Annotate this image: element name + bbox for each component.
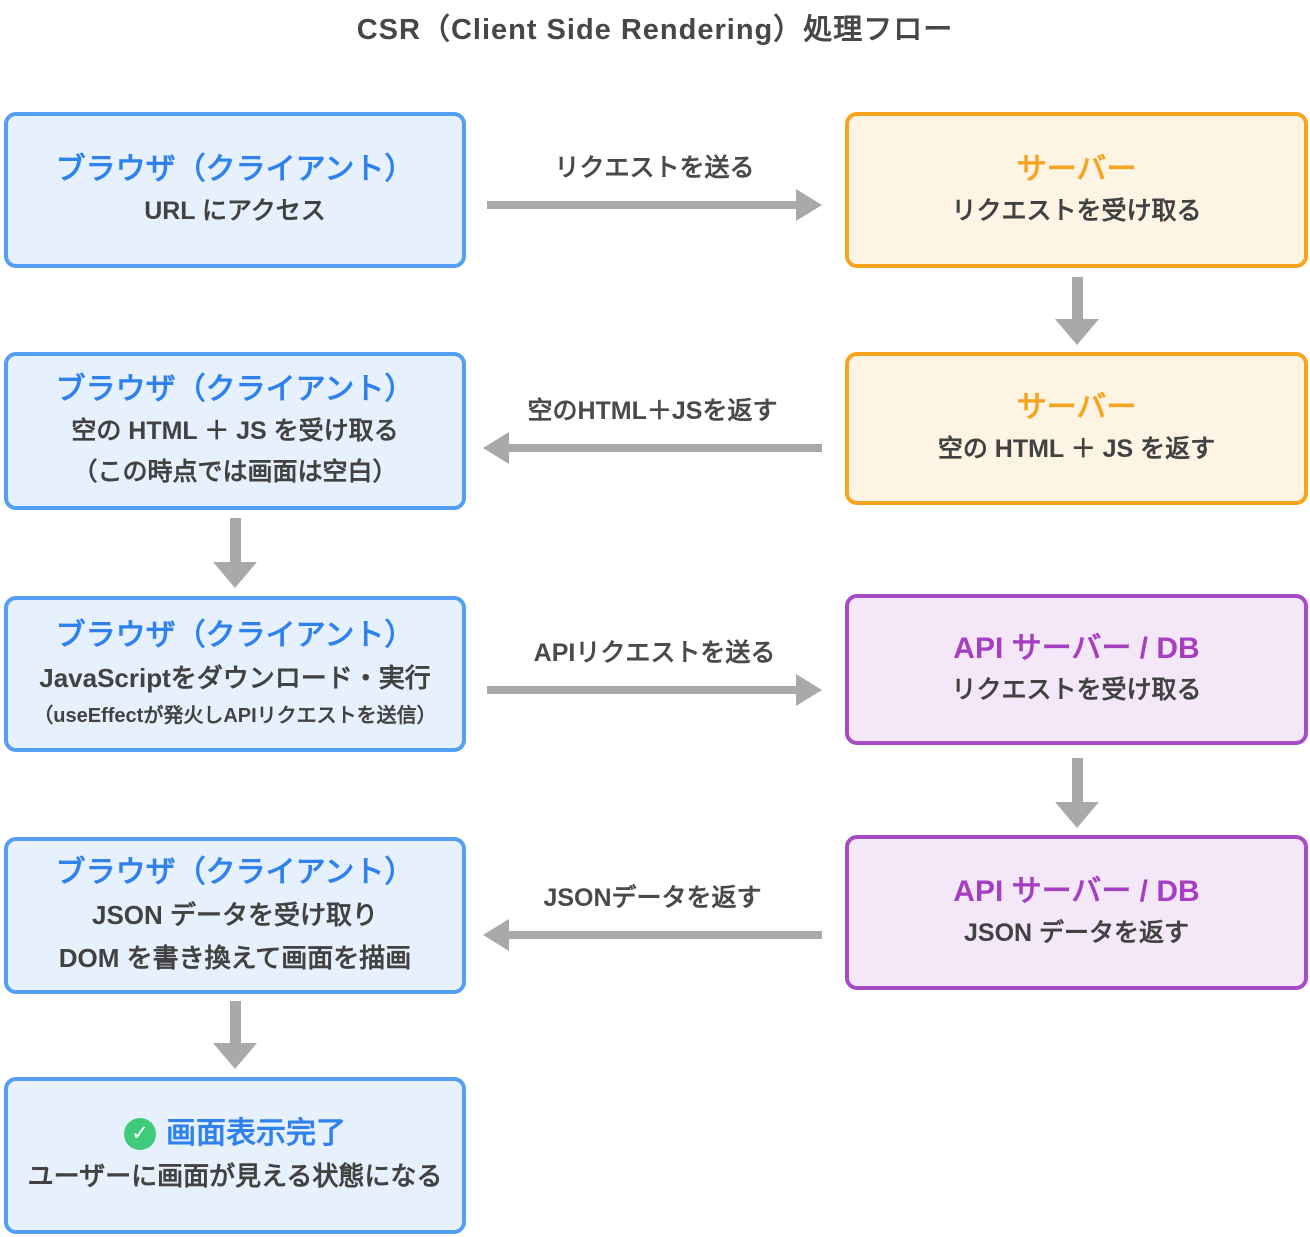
arrow-head-right-icon <box>796 674 822 706</box>
arrow-shaft <box>1071 758 1083 802</box>
arrow-shaft <box>229 518 241 562</box>
box-server-return-html-js-line: 空の HTML ＋ JS を返す <box>937 435 1216 464</box>
arrow-shaft <box>487 201 796 209</box>
box-browser-receive-json-title: ブラウザ（クライアント） <box>55 856 415 890</box>
arrow-right-icon <box>487 189 822 221</box>
box-api-receive-request: API サーバー / DB リクエストを受け取る <box>845 594 1308 745</box>
box-api-receive-request-line: リクエストを受け取る <box>951 676 1202 705</box>
arrow-send-api-request-label: APIリクエストを送る <box>533 639 776 667</box>
arrow-send-request: リクエストを送る <box>487 148 822 221</box>
box-browser-receive-html-js-line2: （この時点では画面は空白） <box>72 458 398 486</box>
arrow-return-html-js-label: 空のHTML＋JSを返す <box>527 397 778 425</box>
box-browser-url-access-title: ブラウザ（クライアント） <box>55 152 415 186</box>
arrow-head-down-icon <box>1055 319 1099 345</box>
box-browser-url-access: ブラウザ（クライアント） URL にアクセス <box>4 112 466 268</box>
box-browser-receive-json-line1: JSON データを受け取り <box>91 900 379 931</box>
box-server-return-html-js: サーバー 空の HTML ＋ JS を返す <box>845 352 1308 505</box>
box-browser-run-js-title: ブラウザ（クライアント） <box>55 618 415 652</box>
arrow-left-icon <box>483 432 822 464</box>
box-browser-receive-html-js: ブラウザ（クライアント） 空の HTML ＋ JS を受け取る （この時点では画… <box>4 352 466 510</box>
arrow-shaft <box>487 686 796 694</box>
arrow-return-json-label: JSONデータを返す <box>543 884 762 912</box>
arrow-left-icon <box>483 919 822 951</box>
arrow-head-down-icon <box>1055 802 1099 828</box>
box-api-return-json-title: API サーバー / DB <box>953 875 1200 909</box>
arrow-down-icon <box>1055 758 1099 828</box>
arrow-return-html-js: 空のHTML＋JSを返す <box>483 391 822 464</box>
arrow-head-right-icon <box>796 189 822 221</box>
box-server-return-html-js-title: サーバー <box>1016 391 1137 425</box>
arrow-shaft <box>509 444 822 452</box>
box-browser-receive-json-line2: DOM を書き換えて画面を描画 <box>58 942 412 973</box>
box-api-return-json: API サーバー / DB JSON データを返す <box>845 835 1308 990</box>
arrow-head-left-icon <box>483 432 509 464</box>
box-render-complete: ✓ 画面表示完了 ユーザーに画面が見える状態になる <box>4 1077 466 1234</box>
arrow-shaft <box>229 1001 241 1043</box>
box-browser-run-js: ブラウザ（クライアント） JavaScriptをダウンロード・実行 （useEf… <box>4 596 466 752</box>
arrow-head-down-icon <box>213 1043 257 1069</box>
box-render-complete-title: 画面表示完了 <box>166 1117 346 1151</box>
arrow-shaft <box>509 931 822 939</box>
box-server-receive-request-title: サーバー <box>1016 152 1137 186</box>
box-browser-run-js-line2: （useEffectが発火しAPIリクエストを送信） <box>33 705 437 728</box>
box-browser-receive-html-js-line1: 空の HTML ＋ JS を受け取る <box>71 417 399 446</box>
box-api-receive-request-title: API サーバー / DB <box>953 632 1200 666</box>
box-render-complete-line: ユーザーに画面が見える状態になる <box>27 1161 443 1192</box>
arrow-return-json: JSONデータを返す <box>483 878 822 951</box>
box-browser-receive-html-js-title: ブラウザ（クライアント） <box>55 373 415 407</box>
box-browser-run-js-line1: JavaScriptをダウンロード・実行 <box>39 662 431 693</box>
arrow-down-icon <box>213 1001 257 1069</box>
arrow-down-icon <box>1055 277 1099 345</box>
box-server-receive-request-line: リクエストを受け取る <box>951 196 1202 225</box>
arrow-right-icon <box>487 674 822 706</box>
arrow-head-left-icon <box>483 919 509 951</box>
check-icon: ✓ <box>124 1118 156 1151</box>
box-browser-receive-json: ブラウザ（クライアント） JSON データを受け取り DOM を書き換えて画面を… <box>4 837 466 994</box>
arrow-shaft <box>1071 277 1083 319</box>
box-render-complete-title-row: ✓ 画面表示完了 <box>124 1116 346 1152</box>
box-browser-url-access-line: URL にアクセス <box>144 196 326 225</box>
arrow-down-icon <box>213 518 257 588</box>
arrow-head-down-icon <box>213 562 257 588</box>
diagram-title: CSR（Client Side Rendering）処理フロー <box>356 14 954 46</box>
box-server-receive-request: サーバー リクエストを受け取る <box>845 112 1308 268</box>
arrow-send-request-label: リクエストを送る <box>554 154 755 182</box>
box-api-return-json-line: JSON データを返す <box>963 919 1190 948</box>
arrow-send-api-request: APIリクエストを送る <box>487 633 822 706</box>
